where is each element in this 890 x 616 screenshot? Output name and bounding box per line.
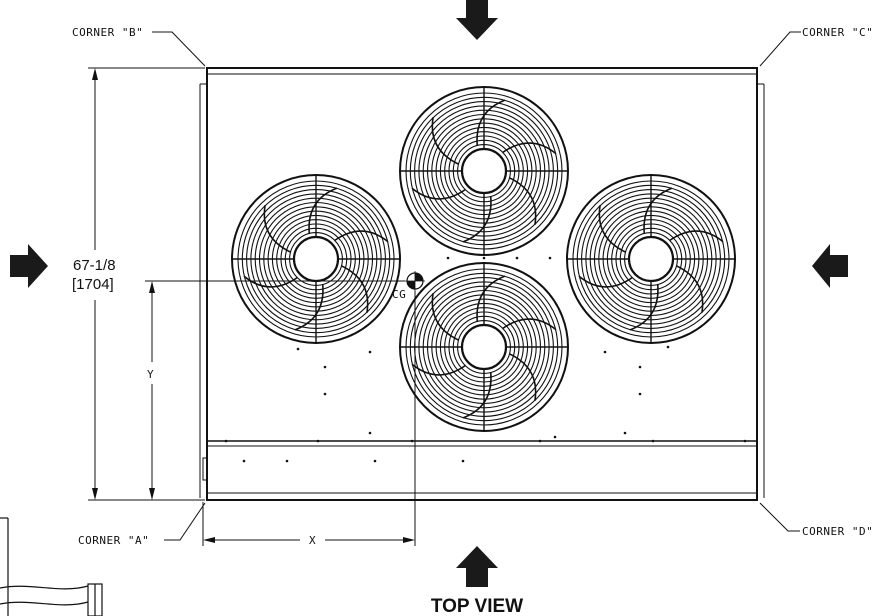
fastener-dot <box>638 365 642 369</box>
fan-blade <box>501 318 557 331</box>
fastener-dot <box>373 459 377 463</box>
fan-hub <box>292 235 340 283</box>
fastener-dot <box>242 459 246 463</box>
airflow-arrow-right <box>812 244 848 288</box>
fan-blade <box>411 363 467 376</box>
fastener-dot <box>666 345 670 349</box>
fan-blade <box>629 284 659 331</box>
airflow-arrow-left <box>10 244 48 288</box>
fan-hub <box>460 323 508 371</box>
height-dim-arrow-bottom <box>92 488 98 500</box>
fastener-dot <box>285 459 289 463</box>
fan-blade <box>431 293 460 342</box>
fan-left <box>231 174 401 344</box>
y-dimension-label: Y <box>147 368 154 381</box>
fan-blade <box>411 187 467 200</box>
fan-blade <box>294 284 324 331</box>
fastener-dot <box>410 439 414 443</box>
fastener-dot <box>651 439 655 443</box>
fastener-dot <box>461 459 465 463</box>
unit-housing <box>199 67 765 501</box>
fastener-dot <box>538 439 542 443</box>
fan-blade <box>598 205 627 254</box>
height-dim-arrow-top <box>92 68 98 80</box>
corner-d-label: CORNER "D" <box>802 525 873 538</box>
fan-blade <box>668 230 724 243</box>
fan-top <box>399 86 569 256</box>
fan-blade <box>462 196 492 243</box>
x-dimension-label: X <box>309 534 316 547</box>
fastener-dot <box>603 350 607 354</box>
cg-label: CG <box>392 288 406 301</box>
fan-blade <box>243 275 299 288</box>
fan-blade <box>308 187 338 234</box>
fan-bottom <box>399 262 569 432</box>
fastener-dot <box>224 439 228 443</box>
fastener-dot <box>296 347 300 351</box>
fastener-dot <box>553 435 557 439</box>
corner-c-label: CORNER "C" <box>802 26 873 39</box>
fan-blade <box>462 372 492 419</box>
fan-blade <box>578 275 634 288</box>
fan-right <box>566 174 736 344</box>
fastener-dots <box>224 256 747 463</box>
fastener-dot <box>316 439 320 443</box>
corner-leaders <box>152 31 801 541</box>
fastener-dot <box>743 439 747 443</box>
height-dimension-label: 67-1/8 <box>73 257 116 274</box>
fan-hub <box>460 147 508 195</box>
fan-blade <box>675 264 704 313</box>
fan-blade <box>476 99 506 146</box>
corner-b-label: CORNER "B" <box>72 26 143 39</box>
fan-blade <box>476 275 506 322</box>
fan-blade <box>340 264 369 313</box>
fastener-dot <box>548 256 552 260</box>
y-dimension-line <box>145 280 405 498</box>
partial-side-view <box>0 517 103 616</box>
fan-blade <box>508 352 537 401</box>
fastener-dot <box>323 365 327 369</box>
fastener-dot <box>482 256 486 260</box>
height-dimension-line <box>88 67 205 501</box>
x-dim-arrow-right <box>403 537 415 543</box>
fan-blade <box>643 187 673 234</box>
fan-blade <box>501 142 557 155</box>
fastener-dot <box>446 256 450 260</box>
fastener-dot <box>368 431 372 435</box>
fastener-dot <box>323 392 327 396</box>
corner-a-label: CORNER "A" <box>78 534 149 547</box>
y-dim-arrow-top <box>149 281 155 293</box>
cg-marker <box>405 271 425 291</box>
fastener-dot <box>638 392 642 396</box>
y-dim-arrow-bottom <box>149 488 155 500</box>
fastener-dot <box>515 256 519 260</box>
fan-blade <box>333 230 389 243</box>
x-dim-arrow-left <box>203 537 215 543</box>
fan-blade <box>508 176 537 225</box>
view-title: TOP VIEW <box>431 596 523 616</box>
height-dimension-metric-label: [1704] <box>72 276 114 293</box>
airflow-arrow-bottom <box>456 546 498 587</box>
fastener-dot <box>368 350 372 354</box>
fan-hub <box>627 235 675 283</box>
x-dimension-line <box>202 291 416 546</box>
airflow-arrow-top <box>456 0 498 40</box>
fastener-dot <box>623 431 627 435</box>
fan-blade <box>263 205 292 254</box>
fan-blade <box>431 117 460 166</box>
